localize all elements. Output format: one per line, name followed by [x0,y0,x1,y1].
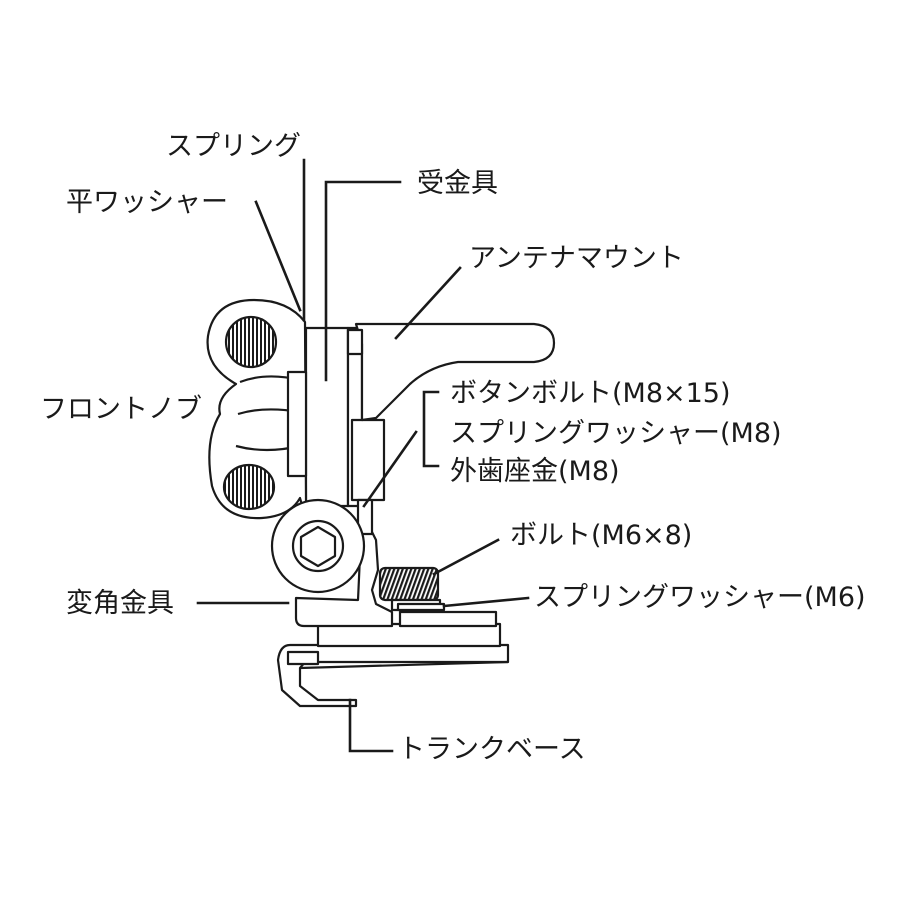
antenna-mount-arm [354,322,556,422]
label-spring-washer-m6: スプリングワッシャー(M6) [534,582,866,613]
leader-button-bolt-pointer [362,430,418,508]
knob-knurl-top [224,315,278,369]
label-angle-bracket: 変角金具 [66,588,174,619]
label-flat-washer: 平ワッシャー [66,187,228,218]
leader-trunk-base [348,698,394,753]
label-front-knob: フロントノブ [40,394,202,425]
leader-receiver [324,180,402,382]
hex-socket-icon [299,525,337,568]
spring-washer-m6-shape [396,602,446,612]
label-button-bolt: ボタンボルト(M8×15) [450,378,731,409]
leader-bolt-m6 [432,538,500,576]
label-trunk-base: トランクベース [398,734,586,765]
leader-spring-washer-m6 [442,596,530,608]
bolt-m6-head [378,566,440,602]
label-toothed-washer: 外歯座金(M8) [450,456,620,487]
antenna-mount-arm-end [346,328,364,356]
leader-antenna-mount [394,266,462,340]
label-antenna-mount: アンテナマウント [469,243,684,274]
base-plate-top [398,610,498,628]
leader-flat-washer [254,200,302,312]
knob-knurl-bottom [222,463,276,511]
trunk-base-inner [299,660,509,670]
label-receiver: 受金具 [417,168,498,199]
base-plate [316,622,502,648]
angle-bracket [294,510,394,628]
label-spring-washer-m8: スプリングワッシャー(M8) [450,418,782,449]
trunk-base-strip [286,650,320,666]
knob-shaft [286,370,308,478]
leader-button-bolt [422,390,440,468]
label-spring: スプリング [166,131,301,162]
label-bolt-m6: ボルト(M6×8) [510,520,693,551]
receiver-bracket-lower [350,418,386,502]
